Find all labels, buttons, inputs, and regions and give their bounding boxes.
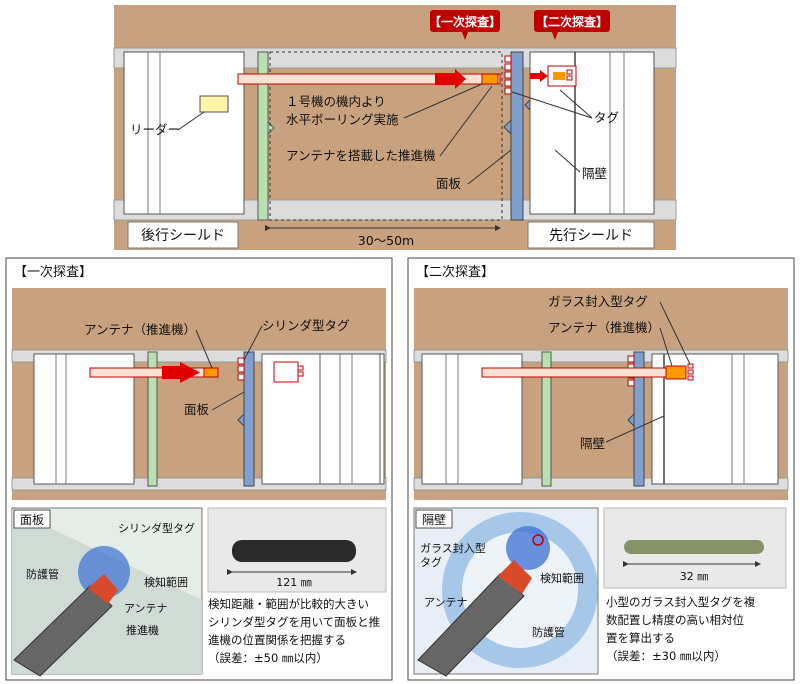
rear-shield-body — [123, 51, 245, 215]
secondary-photo-left-title: 隔壁 — [422, 512, 446, 527]
secondary-note-line-4: （誤差：±30 ㎜以内） — [606, 649, 726, 663]
label-tag-top: タグ — [594, 110, 619, 125]
tag-primary-search-text: 【一次探査】 — [429, 14, 501, 29]
top-overview-diagram: 【一次探査】 【二次探査】 リーダー １号機の機内より 水平ボーリング実施 アン… — [113, 5, 677, 250]
secondary-photo-label-detection-range: 検知範囲 — [540, 571, 584, 585]
secondary-label-bulkhead: 隔壁 — [580, 436, 605, 451]
primary-photo-label-cylinder-tag: シリンダ型タグ — [118, 521, 195, 535]
boring-area — [269, 51, 503, 221]
secondary-photo-label-glass-tag-1: ガラス封入型 — [420, 541, 486, 555]
primary-photo-label-antenna: アンテナ — [124, 602, 168, 615]
secondary-detection-range — [506, 526, 550, 570]
primary-note-line-2: シリンダ型タグを用いて面板と推 — [208, 615, 380, 629]
secondary-note-line-2: 数配置し精度の高い相対位 — [606, 613, 744, 627]
primary-detection-range — [78, 546, 130, 598]
secondary-note-line-1: 小型のガラス封入型タグを複 — [606, 595, 756, 609]
secondary-photo-label-antenna: アンテナ — [424, 596, 468, 609]
label-distance: 30～50m — [358, 233, 415, 248]
secondary-label-antenna: アンテナ（推進機） — [548, 320, 660, 335]
secondary-photo-label-glass-tag-2: タグ — [420, 555, 442, 569]
label-face-plate-top: 面板 — [436, 176, 462, 191]
boring-rod — [237, 73, 501, 85]
label-boring-1: １号機の機内より — [286, 94, 386, 109]
panel-secondary-title: 【二次探査】 — [416, 264, 494, 280]
propulsion-head — [481, 73, 499, 85]
secondary-photo-label-protective-pipe: 防護管 — [532, 625, 565, 639]
primary-photo-left-title: 面板 — [20, 513, 44, 527]
label-antenna-propulsion: アンテナを搭載した推進機 — [286, 148, 436, 163]
rear-shield-ring — [257, 51, 269, 221]
panel-primary-search: 【一次探査】 アンテナ（推進機） シリンダ型タグ 面板 — [5, 257, 393, 681]
label-reader: リーダー — [130, 122, 180, 137]
primary-note-line-4: （誤差：±50 ㎜以内） — [208, 651, 328, 665]
primary-note-line-3: 進機の位置関係を把握する — [208, 633, 346, 647]
secondary-label-glass-tag: ガラス封入型タグ — [548, 294, 648, 309]
label-rear-shield: 後行シールド — [141, 228, 225, 244]
panel-secondary-search: 【二次探査】 ガラス封入型タグ アンテナ（推進機） 隔壁 — [407, 257, 795, 681]
primary-note-line-1: 検知距離・範囲が比較的大きい — [208, 597, 369, 611]
secondary-propulsion-pipe — [417, 573, 525, 677]
primary-photo-label-detection-range: 検知範囲 — [144, 575, 188, 589]
secondary-note-line-3: 置を算出する — [606, 631, 675, 645]
primary-photo-label-protective-pipe: 防護管 — [26, 567, 59, 581]
primary-label-antenna: アンテナ（推進機） — [84, 322, 196, 337]
glass-tag-photo — [624, 540, 764, 554]
primary-propulsion-pipe — [13, 585, 113, 677]
primary-face-plate — [243, 351, 255, 487]
panel-primary-title: 【一次探査】 — [14, 264, 92, 280]
advance-arrow-1 — [435, 69, 466, 89]
rear-shield-label-box — [127, 221, 239, 249]
reader-box — [199, 95, 229, 113]
label-bulkhead-top: 隔壁 — [582, 166, 607, 181]
tag-primary-search — [430, 10, 500, 32]
primary-label-face-plate: 面板 — [184, 402, 210, 417]
secondary-dimension: 32 ㎜ — [680, 570, 709, 583]
primary-photo-label-propulsion: 推進機 — [126, 623, 159, 637]
primary-dimension: 121 ㎜ — [276, 576, 312, 589]
label-boring-2: 水平ボーリング実施 — [286, 112, 399, 127]
advance-arrow-2 — [530, 70, 548, 82]
tag-secondary-search-text: 【二次探査】 — [536, 14, 608, 29]
primary-advance-arrow — [162, 362, 200, 383]
primary-label-cylinder-tag: シリンダ型タグ — [262, 318, 350, 333]
label-front-shield: 先行シールド — [549, 228, 633, 244]
face-plate — [510, 51, 524, 221]
cylinder-tag-photo — [232, 540, 356, 562]
tag-secondary-search — [534, 10, 610, 32]
front-shield-label-box — [527, 221, 655, 249]
